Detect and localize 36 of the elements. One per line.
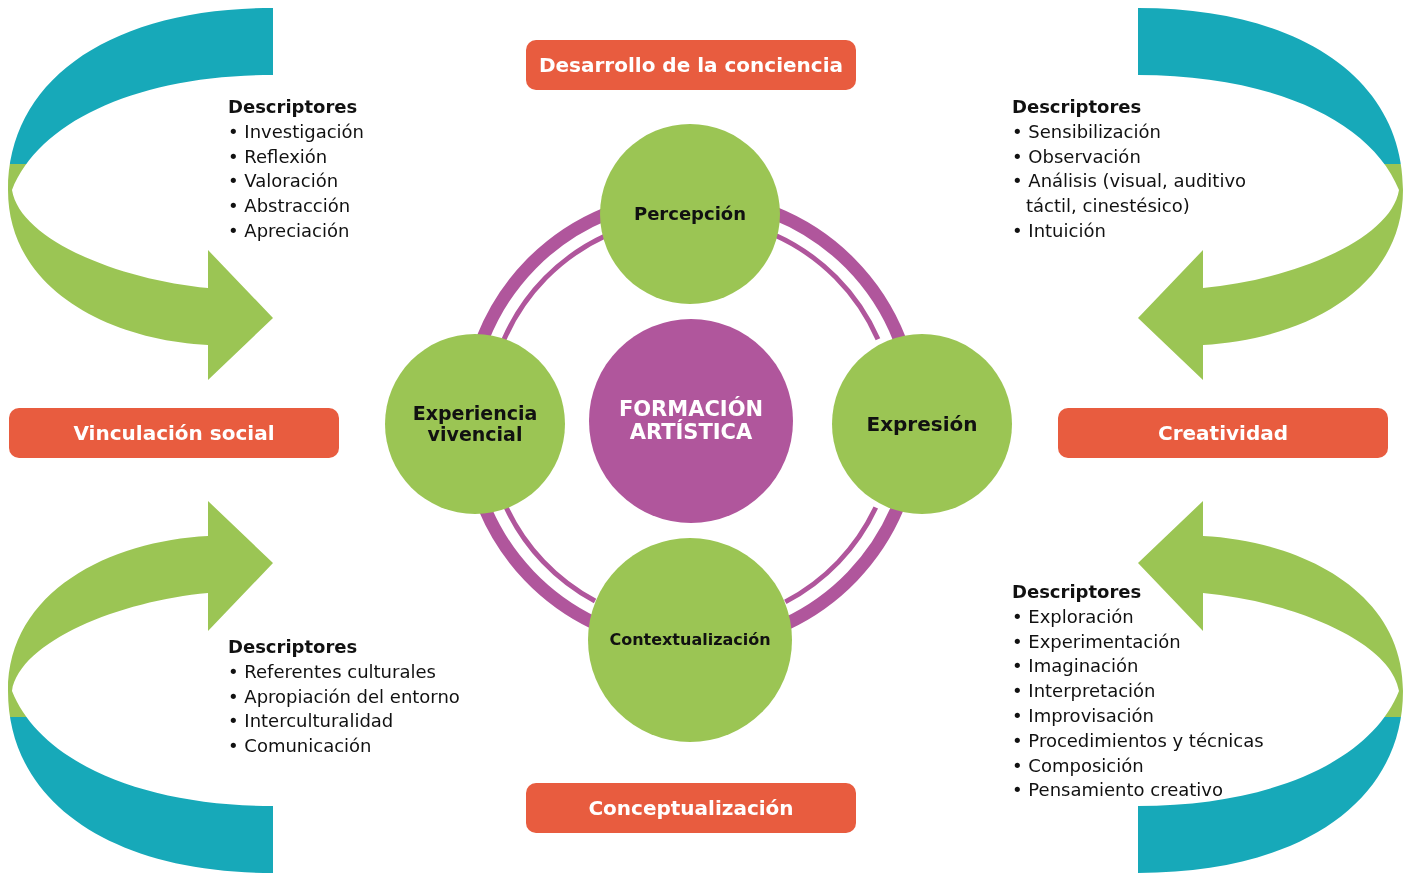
- list-item: • Valoración: [228, 169, 340, 194]
- list-item: • Comunicación: [228, 734, 373, 759]
- list-heading: Descriptores: [228, 95, 359, 119]
- list-item: • Procedimientos y técnicas: [1012, 728, 1265, 753]
- category-label: Vinculación social: [9, 408, 339, 458]
- list-item: • Intuición: [1012, 219, 1107, 243]
- category-label: Conceptualización: [526, 783, 856, 833]
- list-item: • Improvisación: [1012, 704, 1155, 728]
- list-heading: Descriptores: [1012, 95, 1143, 119]
- list-item: • Experimentación: [1012, 629, 1182, 654]
- list-item: • Imaginación: [1012, 654, 1140, 679]
- list-item: • Reflexión: [228, 144, 329, 169]
- list-item: • Referentes culturales: [228, 659, 437, 684]
- list-heading: Descriptores: [228, 635, 359, 659]
- category-label: Creatividad: [1058, 408, 1388, 458]
- concept-circle: Expresión: [832, 334, 1012, 514]
- list-item: • Exploración: [1012, 604, 1135, 629]
- list-item: • Interpretación: [1012, 679, 1157, 704]
- concept-circle: Experiencia vivencial: [385, 334, 565, 514]
- concept-circle: FORMACIÓN ARTÍSTICA: [589, 319, 793, 523]
- concept-circle: Percepción: [600, 124, 780, 304]
- list-heading: Descriptores: [1012, 580, 1143, 604]
- list-item: • Sensibilización: [1012, 119, 1162, 144]
- list-item: • Observación: [1012, 144, 1142, 169]
- concept-circle: Contextualización: [588, 538, 792, 742]
- ring-arc: [782, 505, 904, 630]
- list-item: • Interculturalidad: [228, 709, 395, 734]
- list-item: • Apreciación: [228, 219, 351, 243]
- list-item: • Apropiación del entorno: [228, 684, 461, 709]
- list-item: • Composición: [1012, 753, 1145, 778]
- list-item: • Abstracción: [228, 194, 352, 219]
- list-item: • Pensamiento creativo: [1012, 778, 1224, 803]
- list-item: • Investigación: [228, 119, 365, 144]
- category-label: Desarrollo de la conciencia: [526, 40, 856, 90]
- list-item: • Análisis (visual, auditivo táctil, cinestésico): [1012, 169, 1248, 219]
- ring-arc: [478, 505, 598, 629]
